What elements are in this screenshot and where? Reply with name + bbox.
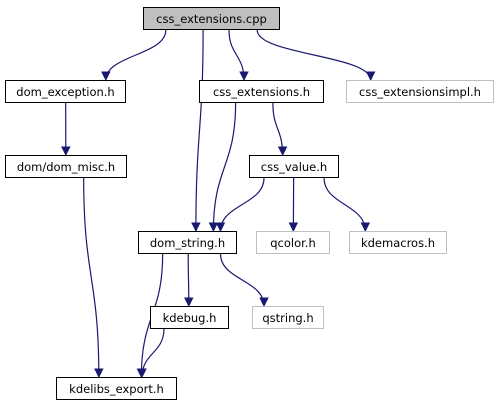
edge-dom-string-h-to-qstring-h (219, 253, 269, 307)
node-label: qcolor.h (270, 235, 316, 250)
node-css-extensionsimpl-h[interactable]: css_extensionsimpl.h (346, 80, 494, 103)
node-label: dom_string.h (149, 235, 226, 250)
node-label: kdemacros.h (360, 235, 436, 250)
edge-css-value-h-to-dom-string-h (215, 177, 265, 232)
node-css-value-h[interactable]: css_value.h (249, 155, 339, 178)
node-label: qstring.h (262, 310, 314, 325)
node-css-extensions-cpp[interactable]: css_extensions.cpp (143, 7, 280, 30)
edge-css-extensions-h-to-css-value-h (272, 102, 288, 156)
node-label: css_extensionsimpl.h (359, 84, 481, 99)
node-label: css_extensions.cpp (156, 11, 267, 26)
node-dom-exception-h[interactable]: dom_exception.h (5, 80, 126, 103)
edge-css-extensions-h-to-dom-string-h (208, 102, 237, 232)
node-label: dom_exception.h (16, 84, 115, 99)
node-label: css_value.h (260, 159, 328, 174)
node-kdebug-h[interactable]: kdebug.h (150, 306, 229, 329)
edge-css-value-h-to-kdemacros-h (323, 177, 371, 232)
node-dom-string-h[interactable]: dom_string.h (138, 231, 237, 254)
node-kdemacros-h[interactable]: kdemacros.h (349, 231, 447, 254)
node-label: kdelibs_export.h (69, 381, 164, 396)
node-qstring-h[interactable]: qstring.h (252, 306, 324, 329)
node-label: kdebug.h (162, 310, 217, 325)
node-kdelibs-export-h[interactable]: kdelibs_export.h (56, 377, 177, 400)
node-css-extensions-h[interactable]: css_extensions.h (199, 80, 324, 103)
node-qcolor-h[interactable]: qcolor.h (256, 231, 330, 254)
edge-dom-misc-h-to-kdelibs-export-h (83, 177, 104, 378)
edge-css-extensions-cpp-to-dom-exception-h (101, 29, 167, 81)
edge-dom-string-h-to-kdebug-h (183, 253, 194, 307)
edge-css-extensions-cpp-to-dom-string-h (191, 29, 204, 232)
edge-css-extensions-cpp-to-css-extensionsimpl-h (256, 29, 376, 81)
node-dom-misc-h[interactable]: dom/dom_misc.h (5, 155, 127, 178)
edge-kdebug-h-to-kdelibs-export-h (137, 328, 165, 378)
node-label: dom/dom_misc.h (16, 159, 116, 174)
node-label: css_extensions.h (212, 84, 311, 99)
edge-css-extensions-cpp-to-css-extensions-h (228, 29, 249, 81)
